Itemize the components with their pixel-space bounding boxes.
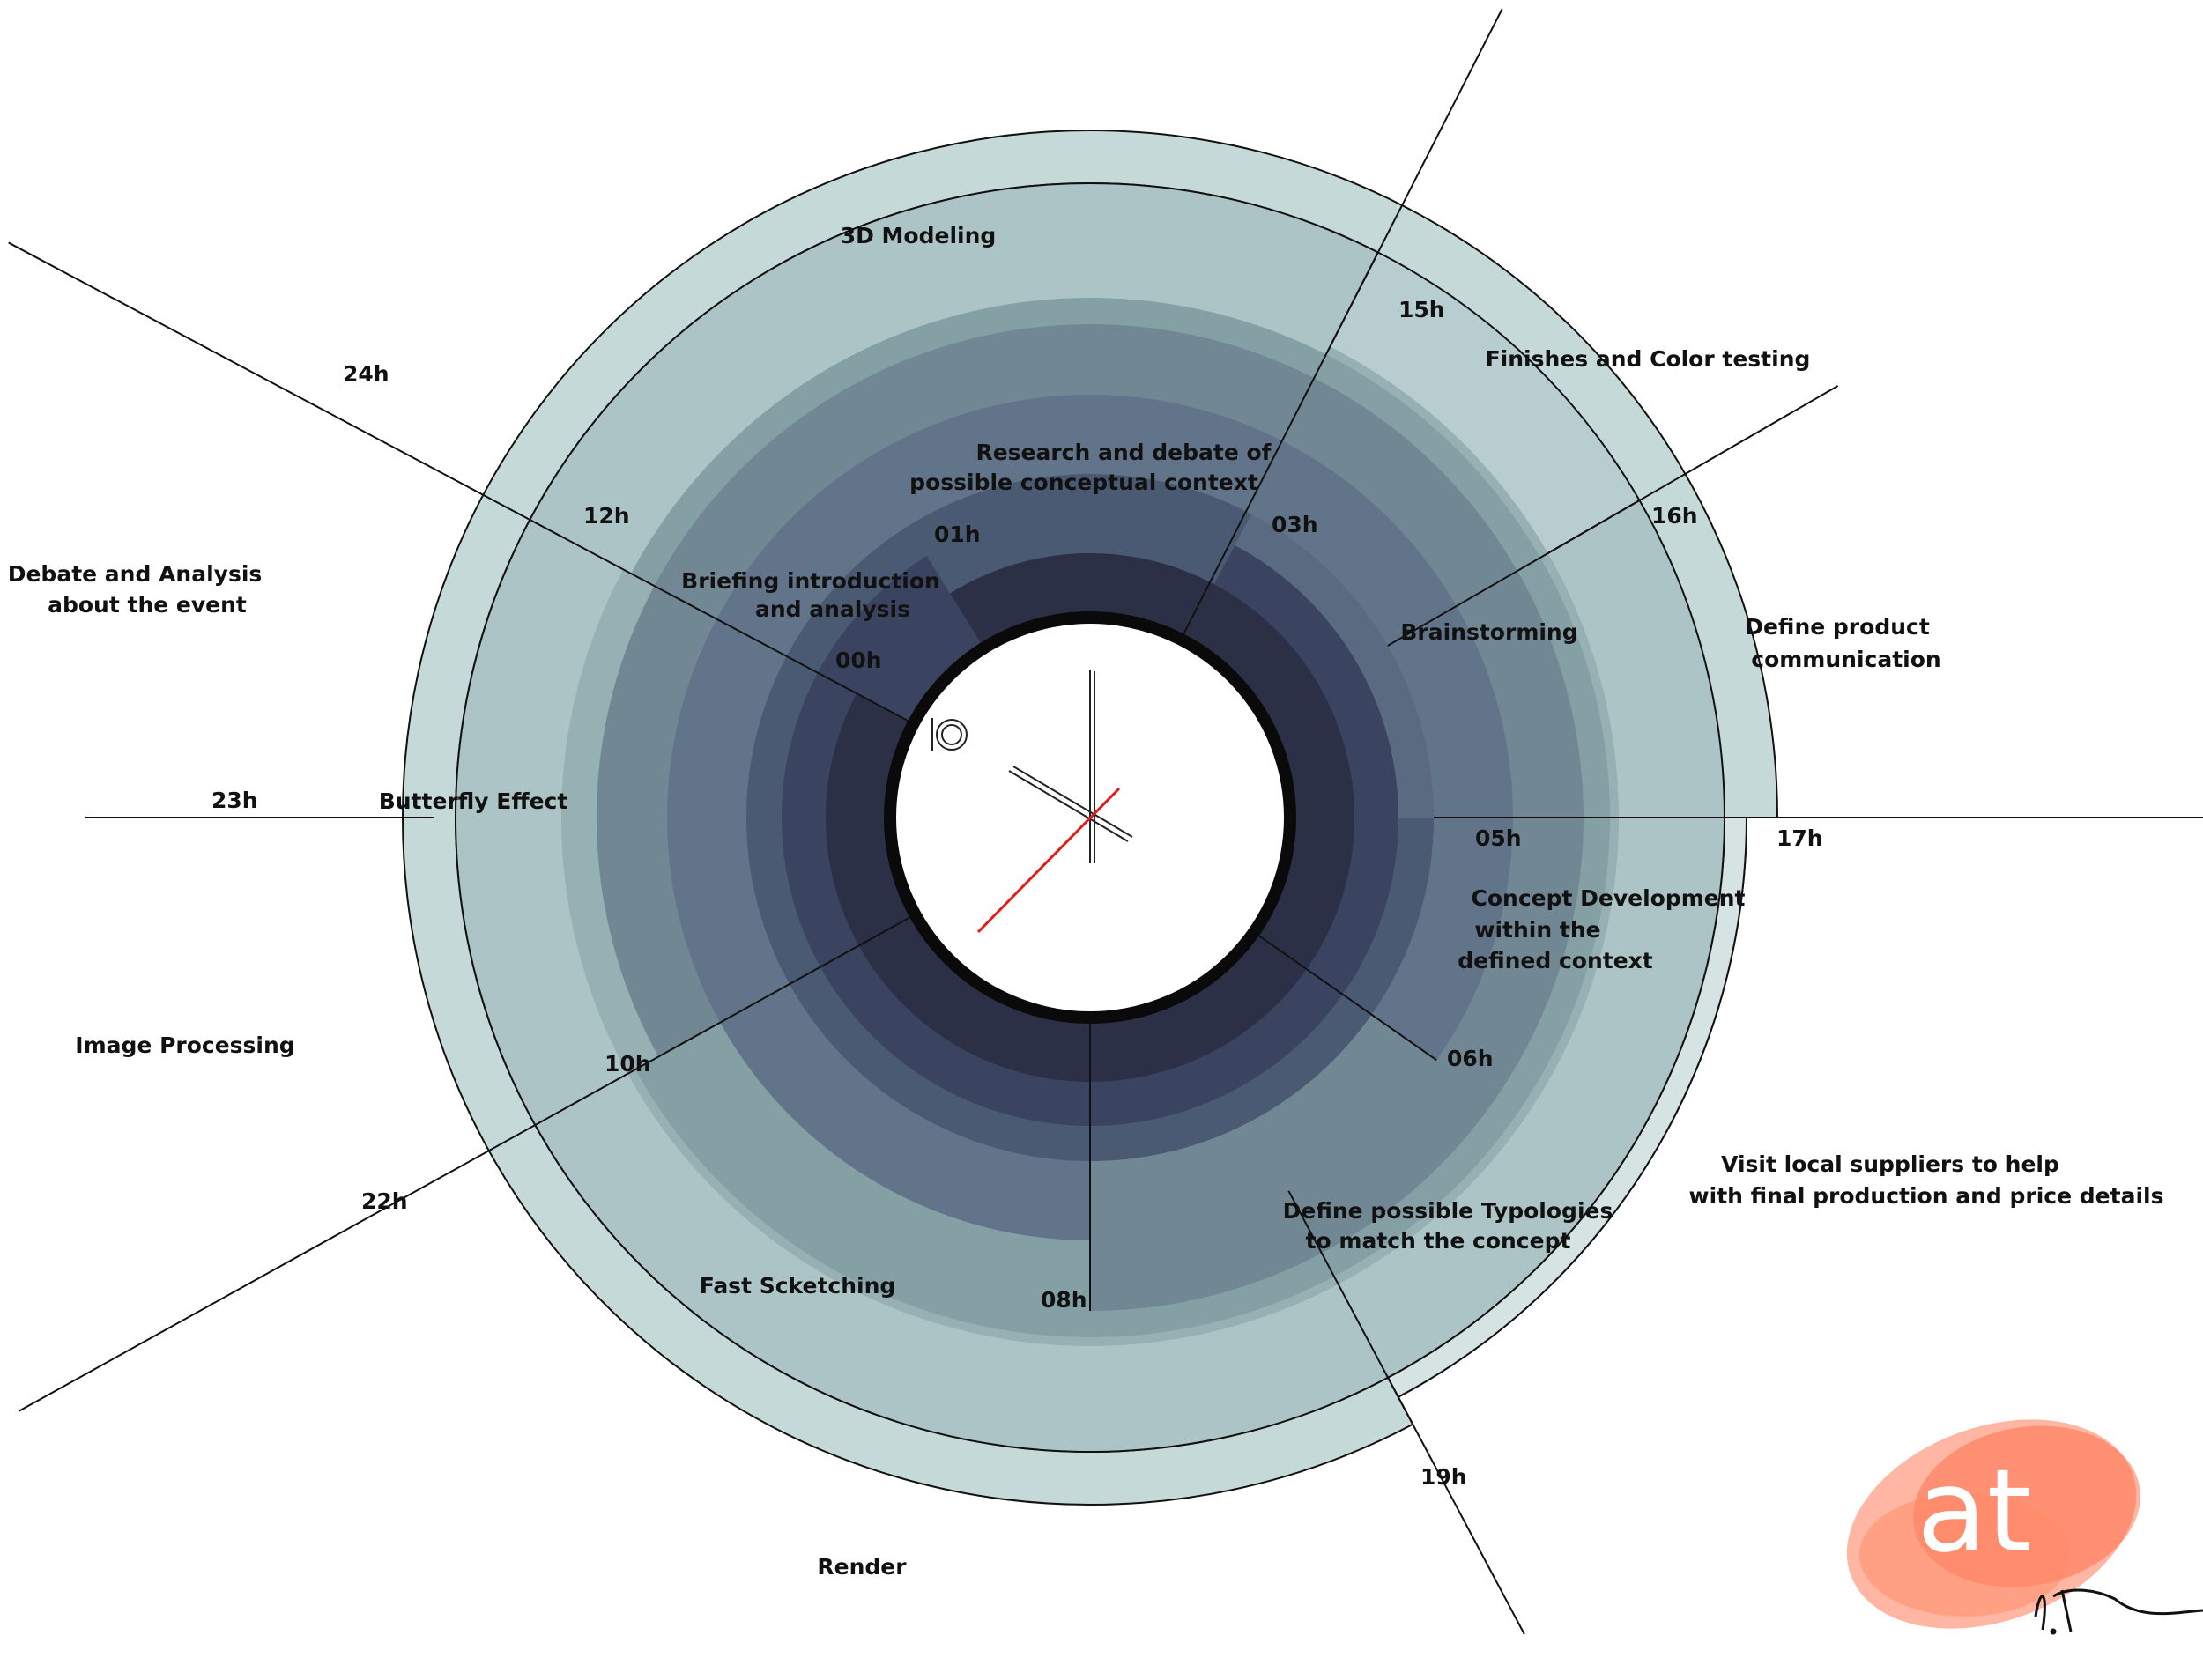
label-fast-sketching: Fast Scketching [700,1273,896,1299]
tick-01h: 01h [934,522,981,547]
label-image-processing: Image Processing [75,1032,294,1058]
tick-00h: 00h [835,648,882,673]
logo-mark: at [1846,1419,2140,1629]
label-define-comm-line2: communication [1751,647,1940,672]
label-visit-line1: Visit local suppliers to help [1721,1151,2059,1177]
label-research-line1: Research and debate of [975,440,1272,465]
tick-24h: 24h [343,361,389,387]
label-debate-line1: Debate and Analysis [8,561,263,587]
radial-22h [18,914,914,1412]
logo-text: at [1917,1444,2032,1578]
radial-15h [1181,8,1503,638]
tick-10h: 10h [605,1051,651,1077]
label-finishes: Finishes and Color testing [1486,346,1811,372]
label-concept-line3: defined context [1458,948,1653,973]
label-butterfly-effect: Butterfly Effect [379,788,568,814]
tick-15h: 15h [1398,297,1445,322]
tick-19h: 19h [1420,1464,1467,1490]
tick-03h: 03h [1272,512,1318,537]
radial-lines [8,8,2203,1635]
radial-19h [1287,1190,1525,1635]
clock-icon [884,611,1296,1024]
radial-24h [8,241,912,723]
signature-mark [2034,1588,2203,1635]
label-debate-line2: about the event [48,592,247,618]
label-render: Render [817,1554,907,1580]
tick-05h: 05h [1475,825,1522,851]
tick-22h: 22h [361,1188,408,1214]
label-visit-line2: with final production and price details [1689,1183,2164,1209]
label-concept-line2: within the [1474,917,1600,943]
label-typologies-line1: Define possible Typologies [1283,1198,1613,1224]
label-briefing-line1: Briefing introduction [681,568,940,594]
label-3d-modeling: 3D Modeling [841,223,997,248]
tick-23h: 23h [211,788,258,813]
tick-06h: 06h [1447,1046,1494,1071]
tick-12h: 12h [583,503,630,529]
label-typologies-line2: to match the concept [1306,1228,1571,1254]
radial-16h [1387,385,1839,647]
label-concept-line1: Concept Development [1472,885,1746,911]
radial-06h [1255,933,1437,1062]
tick-16h: 16h [1651,503,1698,529]
label-briefing-line2: and analysis [755,596,910,622]
label-research-line2: possible conceptual context [909,470,1258,495]
tick-17h: 17h [1776,825,1823,851]
label-brainstorming: Brainstorming [1400,619,1577,645]
tick-08h: 08h [1041,1287,1087,1313]
label-define-comm-line1: Define product [1745,614,1930,640]
